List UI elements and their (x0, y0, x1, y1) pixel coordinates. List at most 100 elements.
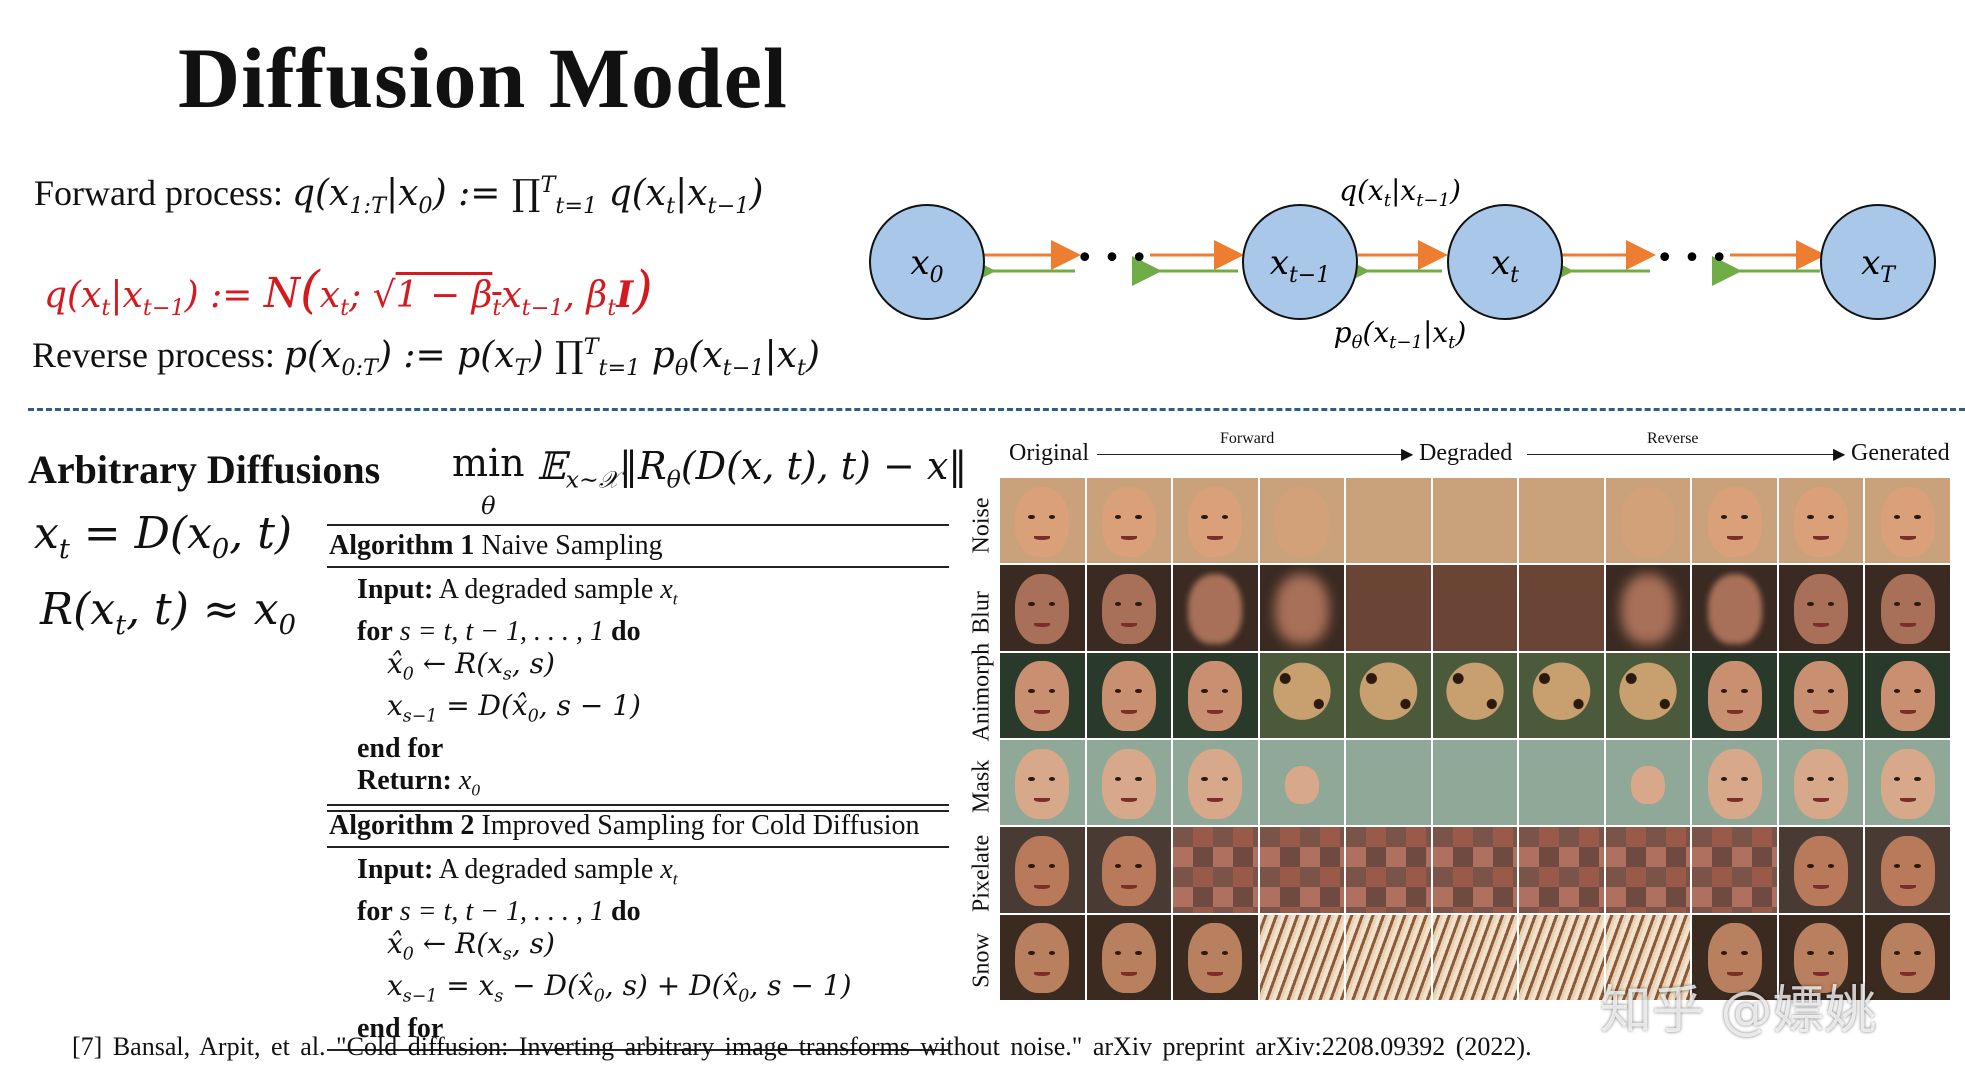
face-thumbnail (1865, 914, 1950, 1000)
face-thumbnail (1259, 565, 1345, 651)
slide-title: Diffusion Model (178, 30, 788, 126)
face-thumbnail (1692, 827, 1777, 913)
algorithm-2: Algorithm 2 Improved Sampling for Cold D… (327, 804, 949, 1051)
reverse-process-equation: Reverse process: p(x0:T) := p(xT) ∏Tt=1 … (32, 334, 820, 381)
algo-2-input: A degraded sample xt (438, 854, 678, 889)
face-thumbnail (1346, 914, 1431, 1000)
reverse-process-label: Reverse process: (32, 335, 275, 375)
face-thumbnail (1519, 740, 1604, 826)
grid-header-reverse: Reverse (1647, 430, 1699, 447)
algo-2-line-2: xs−1 = xs − D(x̂0, s) + D(x̂0, s − 1) (387, 969, 852, 1007)
face-thumbnail (1432, 914, 1518, 1000)
algorithm-1: Algorithm 1 Naive Sampling Input: A degr… (327, 524, 949, 813)
reverse-line (1527, 454, 1839, 455)
forward-process-formula: q(x1:T|x0) := ∏Tt=1 q(xt|xt−1) (291, 172, 764, 220)
watermark: 知乎 @嫖姚 (1600, 981, 1877, 1041)
chain-node-xt: xt (1447, 204, 1563, 320)
chain-ellipsis: • • • (1076, 241, 1148, 276)
face-thumbnail (1605, 652, 1691, 738)
chain-node-x0: x0 (869, 204, 985, 320)
chain-ellipsis: • • • (1656, 241, 1728, 276)
face-thumbnail (1000, 827, 1085, 913)
algo-1-line-1: x̂0 ← R(xs, s) (387, 646, 555, 685)
algorithm-2-body: Input: A degraded sample xt for s = t, t… (327, 848, 949, 1051)
face-thumbnail (1692, 914, 1777, 1000)
markov-chain-diagram: x0 • • • xt−1 xt • • • xT q(xt|xt−1) pθ(… (869, 174, 1936, 353)
row-label-pixelate: Pixelate (968, 834, 995, 913)
face-thumbnail (1519, 565, 1604, 651)
algorithm-2-header: Algorithm 2 Improved Sampling for Cold D… (327, 804, 949, 848)
face-thumbnail (1519, 914, 1604, 1000)
face-thumbnail (1259, 652, 1345, 738)
svg-text:xT: xT (1861, 243, 1897, 288)
face-thumbnail (1259, 914, 1345, 1000)
algo-1-input: A degraded sample xt (438, 574, 678, 609)
face-thumbnail (1519, 478, 1604, 564)
face-thumbnail (1865, 478, 1950, 564)
face-thumbnail (1865, 565, 1950, 651)
section-title: Arbitrary Diffusions (28, 447, 381, 492)
face-thumbnail (1000, 478, 1085, 564)
face-thumbnail (1259, 740, 1345, 826)
face-thumbnail (1692, 740, 1777, 826)
cold-diffusion-image-grid (1000, 478, 1950, 1000)
chain-node-xT: xT (1820, 204, 1936, 320)
face-thumbnail (1432, 565, 1518, 651)
algorithm-1-body: Input: A degraded sample xt for s = t, t… (327, 568, 949, 813)
chain-node-xt-1: xt−1 (1242, 204, 1358, 320)
face-thumbnail (1346, 652, 1431, 738)
face-thumbnail (1432, 478, 1518, 564)
face-thumbnail (1778, 827, 1864, 913)
grid-header-forward: Forward (1220, 430, 1275, 447)
grid-header-degraded: Degraded (1419, 440, 1513, 466)
face-thumbnail (1346, 565, 1431, 651)
face-thumbnail (1000, 565, 1085, 651)
objective-equation: min θ 𝔼x∼𝒳‖Rθ(D(x, t), t) − x‖ (452, 444, 967, 520)
face-thumbnail (1605, 740, 1691, 826)
restoration-equation: R(xt, t) ≈ x0 (40, 584, 296, 641)
face-thumbnail (1086, 827, 1172, 913)
face-thumbnail (1086, 652, 1172, 738)
face-thumbnail (1605, 478, 1691, 564)
face-thumbnail (1605, 914, 1691, 1000)
reference-citation: [7] Bansal, Arpit, et al. "Cold diffusio… (72, 1032, 1532, 1061)
face-thumbnail (1173, 565, 1258, 651)
face-thumbnail (1000, 914, 1085, 1000)
svg-text:x0: x0 (910, 243, 943, 288)
grid-header-original: Original (1009, 440, 1089, 466)
face-thumbnail (1086, 478, 1172, 564)
face-thumbnail (1086, 565, 1172, 651)
face-thumbnail (1692, 652, 1777, 738)
row-label-animorph: Animorph (968, 642, 995, 742)
algo-1-line-2: xs−1 = D(x̂0, s − 1) (387, 689, 641, 727)
face-thumbnail (1086, 914, 1172, 1000)
face-thumbnail (1259, 478, 1345, 564)
face-thumbnail (1519, 827, 1604, 913)
face-thumbnail (1000, 740, 1085, 826)
face-thumbnail (1173, 914, 1258, 1000)
face-thumbnail (1000, 652, 1085, 738)
algorithm-1-header: Algorithm 1 Naive Sampling (327, 524, 949, 568)
grid-header: Original ▶ Forward Degraded ▶ Reverse Ge… (1009, 430, 1950, 466)
section-divider (28, 408, 1965, 411)
face-thumbnail (1432, 827, 1518, 913)
face-thumbnail (1692, 478, 1777, 564)
row-label-noise: Noise (968, 497, 995, 554)
face-thumbnail (1605, 827, 1691, 913)
face-thumbnail (1778, 478, 1864, 564)
face-thumbnail (1778, 740, 1864, 826)
reverse-process-formula: p(x0:T) := p(xT) ∏Tt=1 pθ(xt−1|xt) (283, 334, 820, 382)
objective-theta: θ (481, 492, 496, 520)
face-thumbnail (1519, 652, 1604, 738)
face-thumbnail (1173, 740, 1258, 826)
face-thumbnail (1346, 740, 1431, 826)
face-thumbnail (1432, 740, 1518, 826)
face-thumbnail (1778, 565, 1864, 651)
face-thumbnail (1346, 478, 1431, 564)
degradation-equation: xt = D(x0, t) (34, 508, 293, 565)
objective-min: min (452, 441, 525, 485)
reverse-transition-label: pθ(xt−1|xt) (1334, 316, 1467, 353)
grid-header-generated: Generated (1851, 440, 1950, 466)
face-thumbnail (1173, 827, 1258, 913)
objective-rest: 𝔼x∼𝒳‖Rθ(D(x, t), t) − x‖ (536, 444, 968, 494)
